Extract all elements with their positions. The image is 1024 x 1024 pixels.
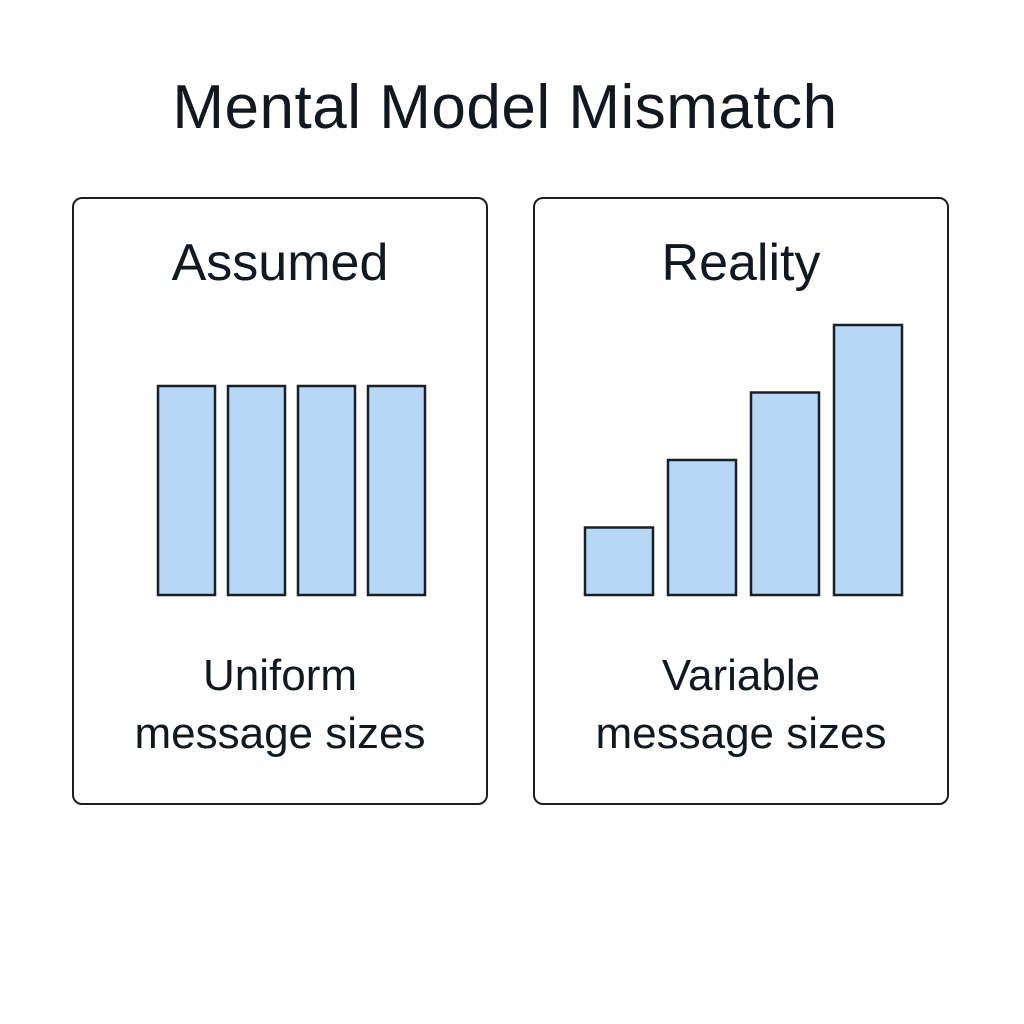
assumed-caption: Uniform message sizes (74, 647, 486, 763)
assumed-bar-group (156, 384, 427, 597)
assumed-caption-line2: message sizes (134, 709, 426, 758)
assumed-bar-2 (226, 384, 287, 597)
reality-caption-line2: message sizes (595, 709, 887, 758)
reality-bar-group (583, 323, 904, 597)
assumed-bar-3 (296, 384, 357, 597)
assumed-bar-4 (366, 384, 427, 597)
assumed-heading: Assumed (171, 234, 389, 292)
assumed-caption-line1: Uniform (202, 651, 358, 700)
reality-caption-line1: Variable (661, 651, 821, 700)
reality-bar-2 (666, 458, 738, 597)
reality-panel: Reality Variable message sizes (533, 197, 949, 805)
reality-bar-3 (749, 391, 821, 597)
reality-caption: Variable message sizes (535, 647, 947, 763)
reality-bar-1 (583, 526, 655, 597)
assumed-panel: Assumed Uniform message sizes (72, 197, 488, 805)
reality-heading: Reality (661, 234, 821, 292)
reality-bar-4 (832, 323, 904, 597)
diagram-title: Mental Model Mismatch (172, 73, 838, 142)
assumed-bar-1 (156, 384, 217, 597)
